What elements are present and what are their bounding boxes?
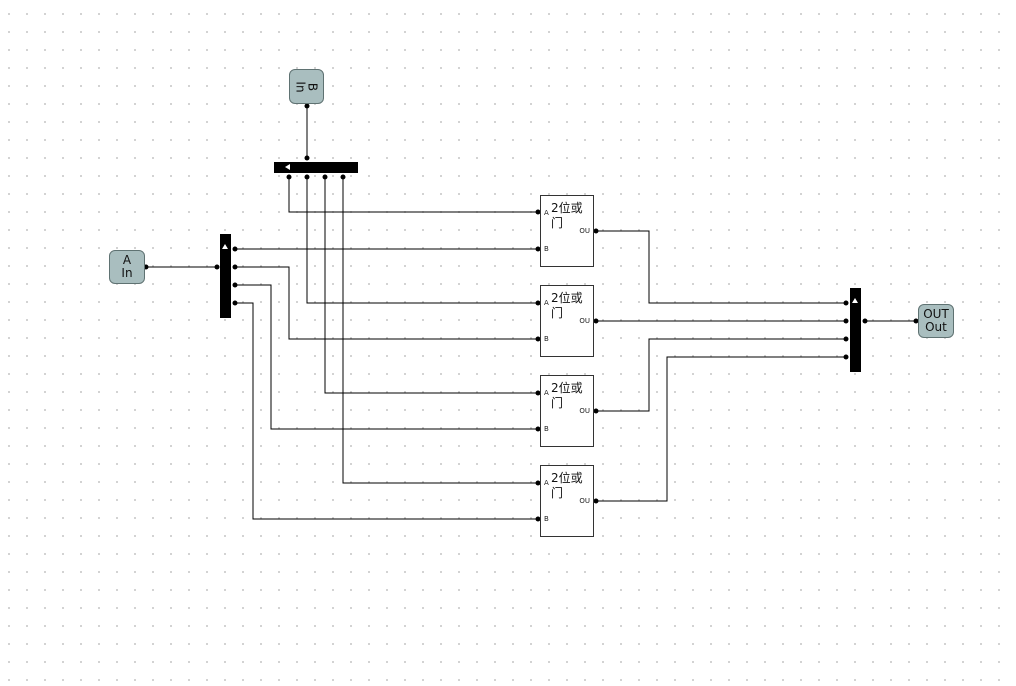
pin-dot <box>843 318 849 324</box>
gate-pin-b: B <box>544 425 549 433</box>
gate-pin-b: B <box>544 515 549 523</box>
pin-dot <box>535 516 541 522</box>
gate-pin-a: A <box>544 479 549 487</box>
pin-dot <box>340 174 346 180</box>
pin-dot <box>593 318 599 324</box>
wire-gate1-out <box>596 230 846 304</box>
input-a-kind: In <box>121 266 133 280</box>
gate-pin-a: A <box>544 209 549 217</box>
wire-b3-gate4-a <box>342 177 537 484</box>
wire-gate4-out <box>596 356 846 502</box>
or-gate-1[interactable]: 2位或门 A B OU <box>540 195 594 267</box>
output-out[interactable]: OUT Out <box>918 304 954 338</box>
or-gate-4[interactable]: 2位或门 A B OU <box>540 465 594 537</box>
wire-a2-gate3-b <box>235 284 537 430</box>
pin-dot <box>535 209 541 215</box>
arrow-up-icon <box>852 298 858 303</box>
input-b[interactable]: B In <box>289 69 324 104</box>
pin-dot <box>232 282 238 288</box>
pin-dot <box>862 318 868 324</box>
wire-a3-gate4-b <box>235 302 537 520</box>
gate-pin-out: OU <box>579 317 590 325</box>
or-gate-2[interactable]: 2位或门 A B OU <box>540 285 594 357</box>
gate-pin-b: B <box>544 335 549 343</box>
pin-dot <box>535 336 541 342</box>
gate-title: 2位或门 <box>551 201 583 230</box>
gate-title: 2位或门 <box>551 291 583 320</box>
splitter-b[interactable] <box>274 162 358 173</box>
wire-b2-gate3-a <box>324 177 537 394</box>
or-gate-3[interactable]: 2位或门 A B OU <box>540 375 594 447</box>
wire-b0-gate1-a <box>288 177 537 213</box>
pin-dot <box>304 103 310 109</box>
gate-pin-b: B <box>544 245 549 253</box>
gate-title: 2位或门 <box>551 471 583 500</box>
pin-dot <box>535 246 541 252</box>
pin-dot <box>535 480 541 486</box>
output-kind: Out <box>925 320 947 334</box>
pin-dot <box>304 174 310 180</box>
pin-dot <box>843 336 849 342</box>
pin-dot <box>535 300 541 306</box>
gate-pin-out: OU <box>579 407 590 415</box>
input-a[interactable]: A In <box>109 250 145 284</box>
input-b-label: B In <box>293 80 320 93</box>
pin-dot <box>304 155 310 161</box>
arrow-up-icon <box>222 244 228 249</box>
wire-gate3-out <box>596 338 846 412</box>
input-a-name: A <box>122 253 132 267</box>
pin-dot <box>593 408 599 414</box>
pin-dot <box>232 300 238 306</box>
pin-dot <box>535 390 541 396</box>
gate-pin-out: OU <box>579 227 590 235</box>
pin-dot <box>593 498 599 504</box>
input-b-name: B <box>305 82 320 91</box>
pin-dot <box>593 228 599 234</box>
arrow-left-icon <box>285 164 290 170</box>
pin-dot <box>843 354 849 360</box>
pin-dot <box>322 174 328 180</box>
gate-pin-a: A <box>544 389 549 397</box>
pin-dot <box>843 300 849 306</box>
wire-a1-gate2-b <box>235 266 537 340</box>
pin-dot <box>214 264 220 270</box>
pin-dot <box>232 264 238 270</box>
output-name: OUT <box>923 307 949 321</box>
gate-pin-a: A <box>544 299 549 307</box>
splitter-out[interactable] <box>850 288 861 372</box>
input-b-kind: In <box>293 80 308 93</box>
pin-dot <box>232 246 238 252</box>
pin-dot <box>913 318 919 324</box>
pin-dot <box>286 174 292 180</box>
pin-dot <box>535 426 541 432</box>
wire-b1-gate2-a <box>306 177 537 304</box>
gate-title: 2位或门 <box>551 381 583 410</box>
splitter-a[interactable] <box>220 234 231 318</box>
gate-pin-out: OU <box>579 497 590 505</box>
